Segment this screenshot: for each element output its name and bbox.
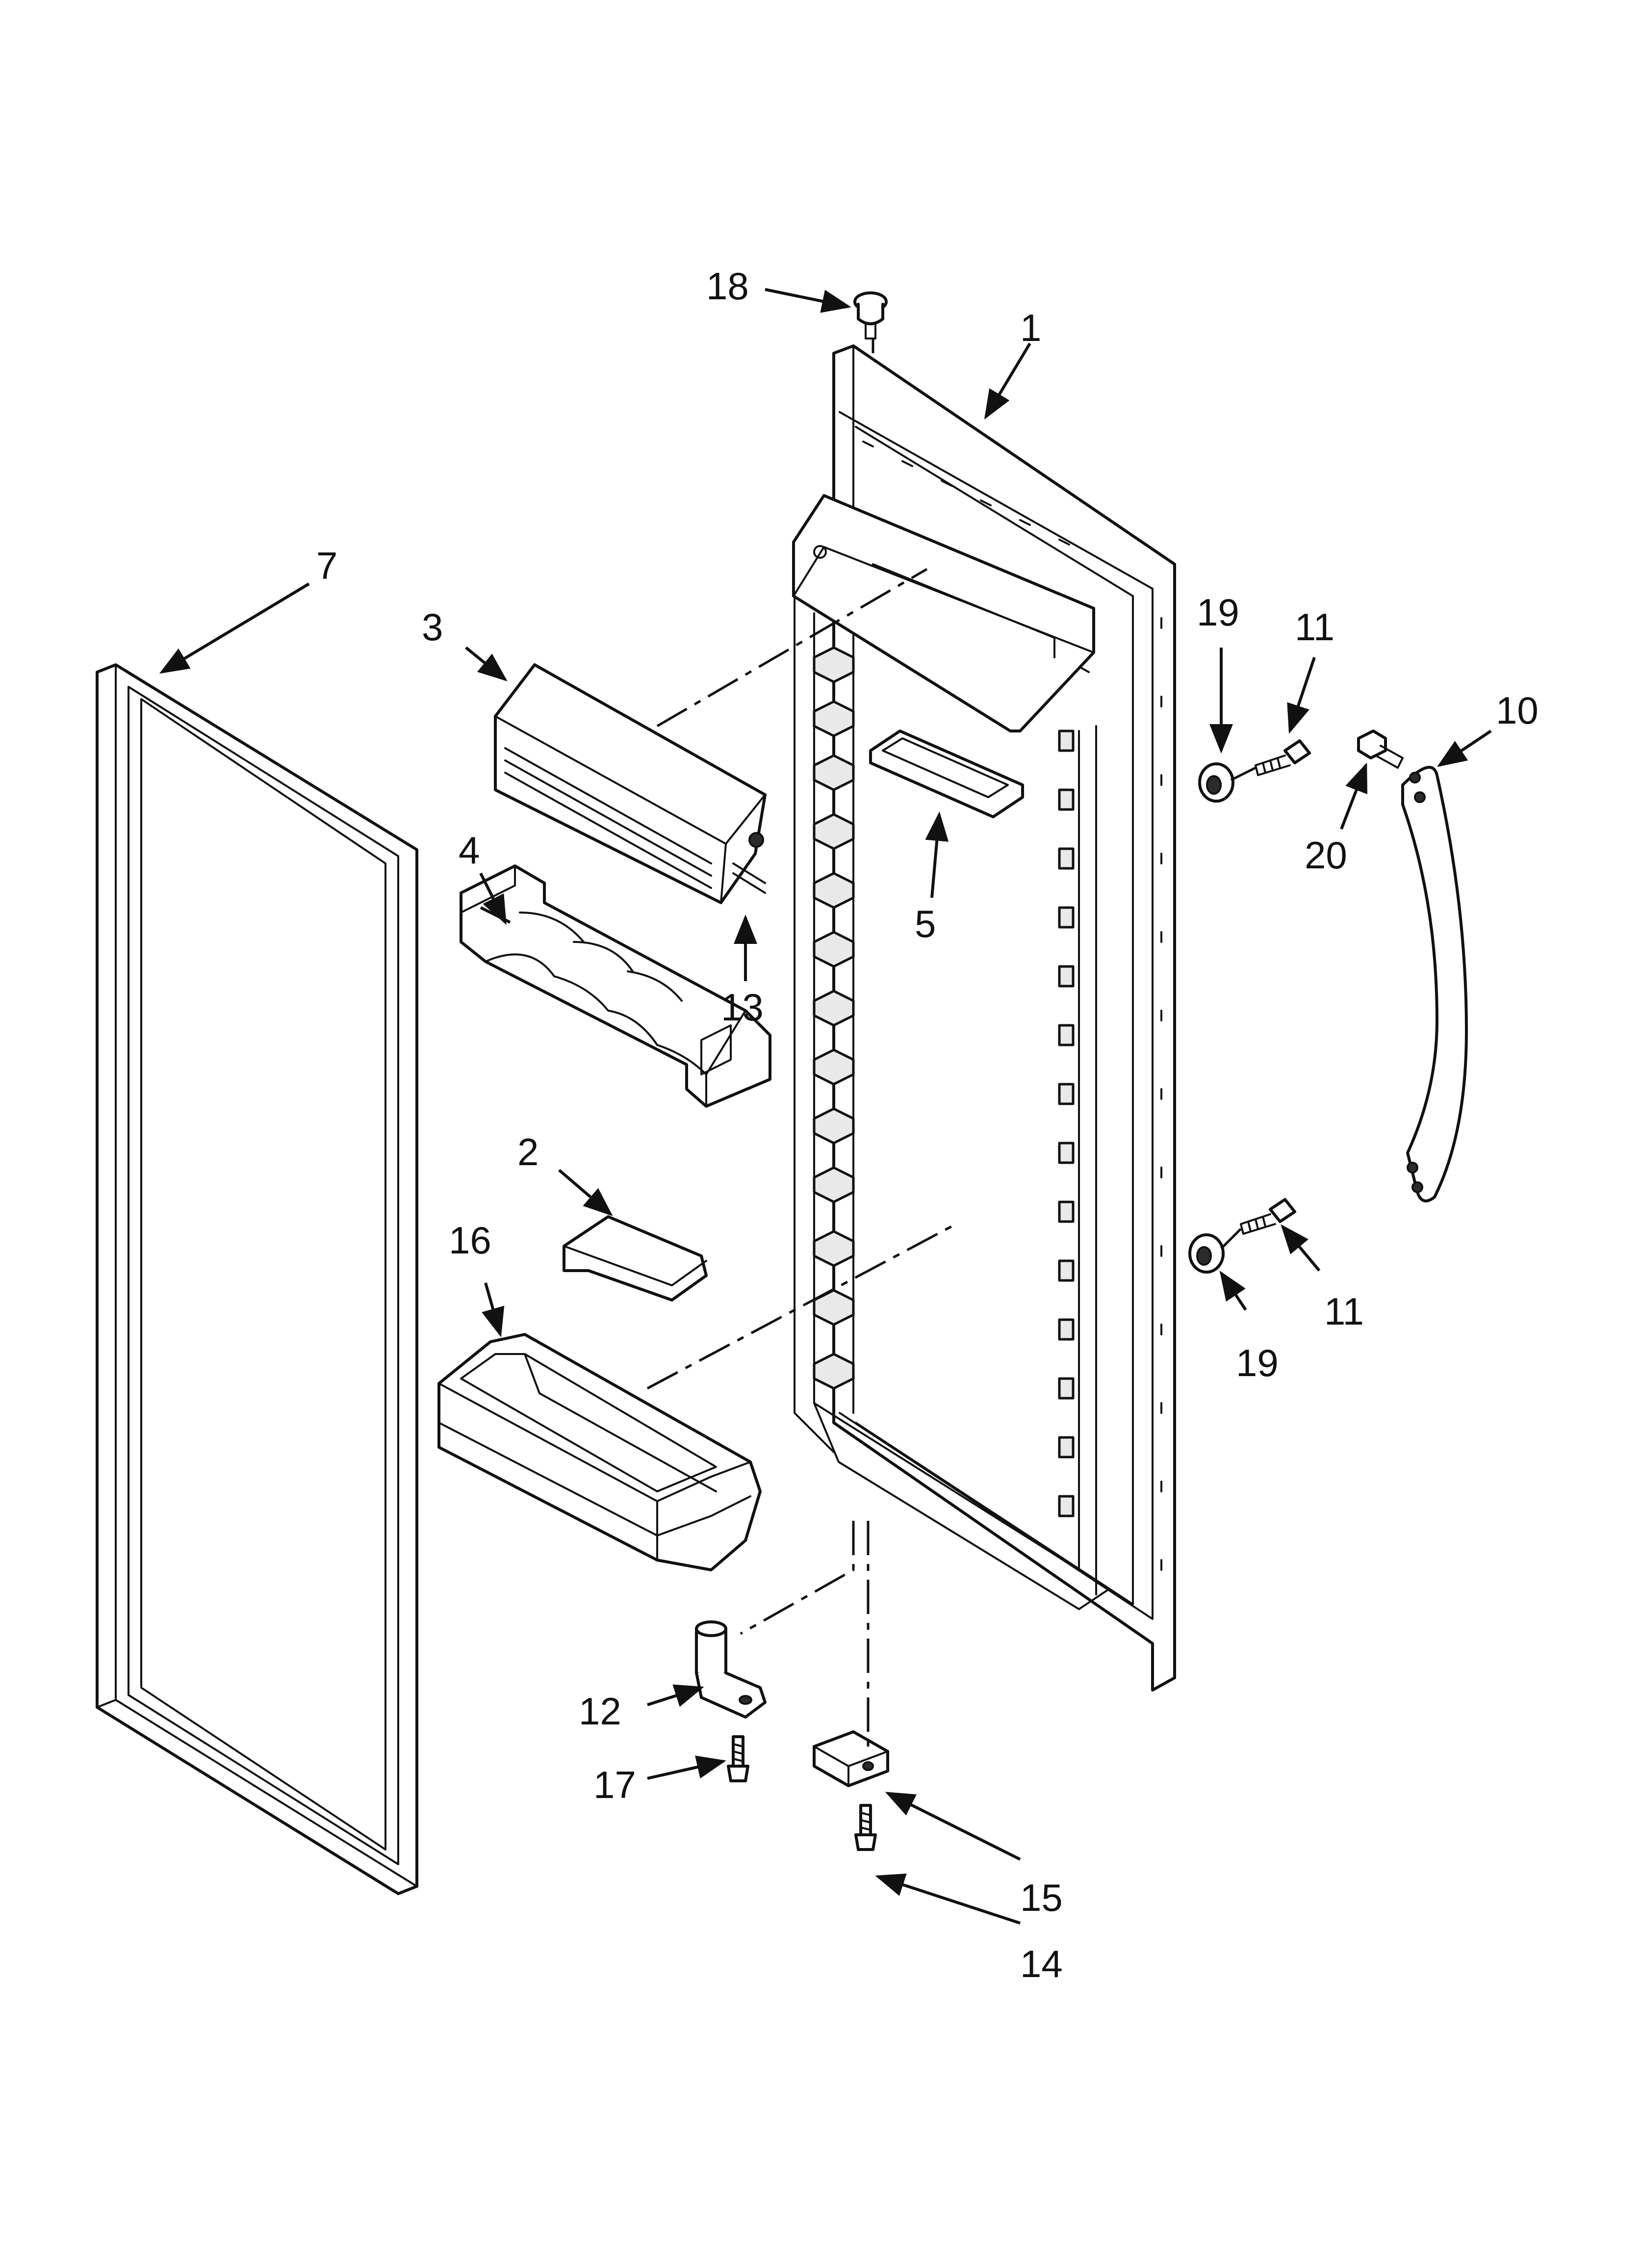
door-liner [792,344,1176,1692]
callout-12: 12 [579,1690,621,1733]
hinge-block [813,1730,889,1787]
callout-16: 16 [449,1219,491,1262]
callout-20: 20 [1305,834,1347,877]
callout-11-upper: 11 [1295,605,1334,649]
callout-14: 14 [1020,1942,1063,1985]
callout-15: 15 [1020,1876,1063,1919]
door-handle [1401,766,1468,1202]
hinge-screw [727,1735,749,1782]
callout-13: 13 [721,986,764,1029]
callout-4: 4 [459,829,480,872]
callout-7: 7 [316,544,337,587]
block-screw [854,1804,877,1851]
assembly-lines [646,339,1257,1747]
right-shelf-clips [1058,730,1075,1517]
shelf-clip [563,1215,708,1302]
callout-11-lower: 11 [1324,1290,1364,1333]
screw-lower [1240,1198,1296,1235]
callout-3: 3 [422,605,443,649]
handle-screw [1357,730,1404,769]
plug-button [853,291,888,339]
spacer-upper [1198,762,1234,803]
callouts: 18 1 7 3 19 11 10 20 4 5 13 2 16 11 19 1… [316,264,1539,1985]
callout-2: 2 [517,1130,539,1173]
callout-19-lower: 19 [1236,1341,1279,1384]
callout-10: 10 [1496,689,1539,732]
leader-lines [159,288,1492,1925]
spacer-lower [1188,1233,1225,1274]
callout-1: 1 [1020,306,1041,349]
small-tray [869,730,1024,818]
callout-5: 5 [915,902,936,945]
hinge-pin [695,1620,767,1719]
callout-17: 17 [593,1763,636,1806]
egg-tray [460,864,771,1108]
screw-upper [1255,739,1311,776]
door-gasket [96,663,418,1895]
callout-19-upper: 19 [1197,591,1239,634]
door-bin [437,1333,762,1571]
dairy-compartment [494,663,767,904]
left-shelf-clips [813,646,855,1390]
callout-18: 18 [706,264,749,308]
